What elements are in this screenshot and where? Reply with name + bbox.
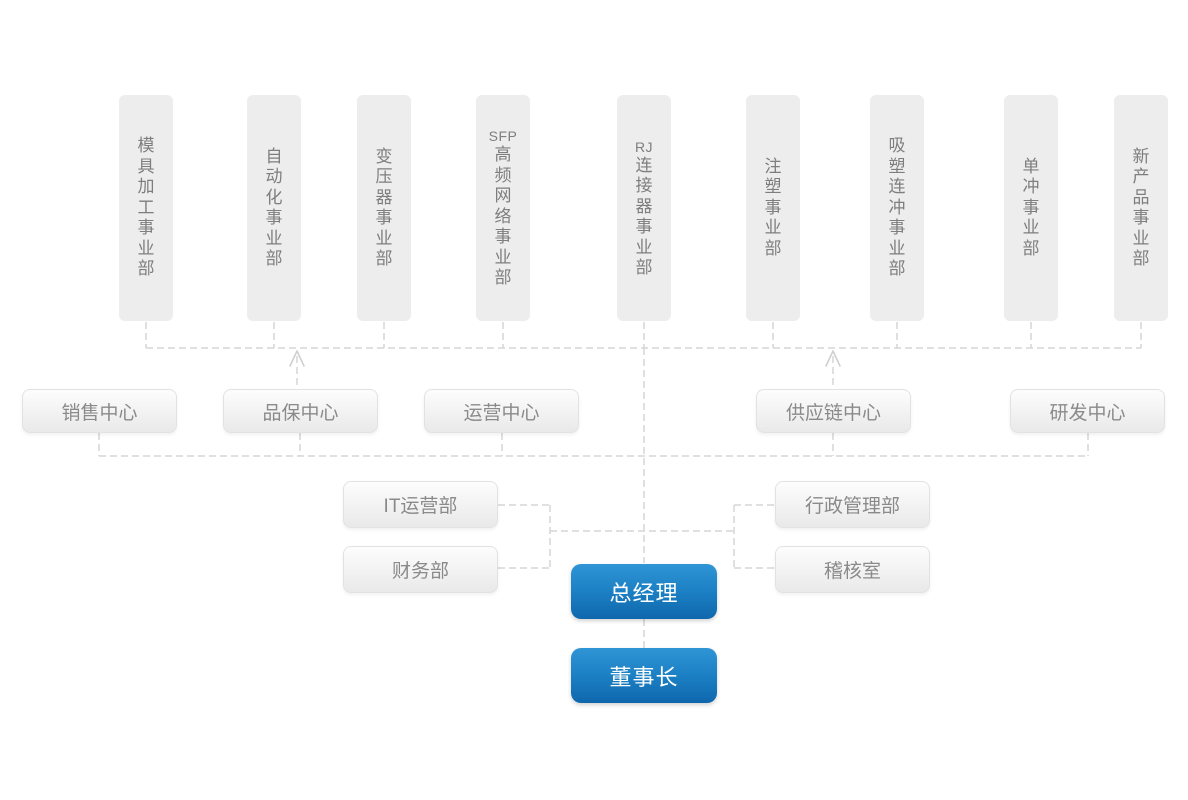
department-box: 财务部 (343, 546, 498, 593)
dashed-connectors (98, 322, 1142, 648)
center-box: 销售中心 (22, 389, 177, 433)
department-box: 稽核室 (775, 546, 930, 593)
business-unit-box: 注塑事业部 (746, 95, 800, 321)
department-box: 行政管理部 (775, 481, 930, 528)
department-box: IT运营部 (343, 481, 498, 528)
general-manager-box: 总经理 (571, 564, 717, 619)
center-box: 研发中心 (1010, 389, 1165, 433)
business-unit-box: 模具加工事业部 (119, 95, 173, 321)
center-box: 品保中心 (223, 389, 378, 433)
center-box: 供应链中心 (756, 389, 911, 433)
center-box: 运营中心 (424, 389, 579, 433)
business-unit-box: 变压器事业部 (357, 95, 411, 321)
chairman-box: 董事长 (571, 648, 717, 703)
business-unit-box: 单冲事业部 (1004, 95, 1058, 321)
up-arrow-icon (289, 350, 841, 367)
business-unit-box: 吸塑连冲事业部 (870, 95, 924, 321)
business-unit-box: 自动化事业部 (247, 95, 301, 321)
business-unit-box: 新产品事业部 (1114, 95, 1168, 321)
